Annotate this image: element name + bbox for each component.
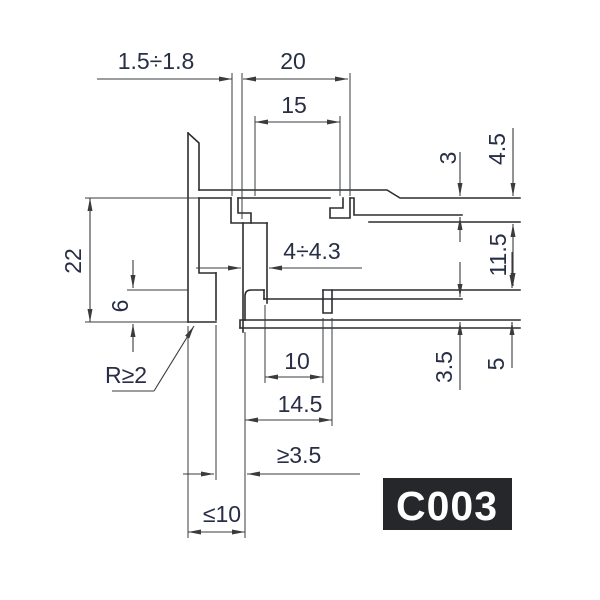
- top-wall-top-edge: [198, 189, 521, 199]
- dim-label-max-wall: ≤10: [203, 501, 241, 527]
- fin-tip-chamfer: [186, 131, 200, 191]
- dim-label-14p5: 14.5: [278, 391, 323, 417]
- part-code-label: C003: [396, 483, 498, 529]
- dim-label-11p5: 11.5: [485, 233, 511, 276]
- bottom-wall-left-closure: [239, 319, 246, 329]
- dim-label-20: 20: [280, 48, 306, 74]
- part-code-background: [383, 478, 512, 530]
- lower-right-wall: [322, 289, 333, 314]
- right-wall-step: [349, 197, 463, 216]
- dim-label-min-gap: ≥3.5: [277, 442, 322, 468]
- dim-label-22: 22: [60, 248, 86, 274]
- dim-label-wall-thickness: 1.5÷1.8: [118, 48, 195, 74]
- dim-label-tongue: 4÷4.3: [283, 238, 340, 264]
- dimension-labels: 1.5÷1.8 20 15 3 4.5 11.5 22 6 4÷4.3 R≥2 …: [60, 48, 511, 527]
- dim-label-3p5: 3.5: [431, 351, 457, 383]
- part-code-badge: C003: [383, 478, 512, 530]
- upper-right-hook: [329, 197, 351, 219]
- post-inner-edge: [198, 197, 217, 274]
- dim-label-6: 6: [107, 300, 133, 313]
- dim-label-3: 3: [435, 152, 461, 165]
- dim-label-5: 5: [483, 358, 509, 371]
- extension-lines: [85, 73, 351, 538]
- upper-left-hook: [230, 197, 252, 224]
- dim-label-15: 15: [281, 92, 307, 118]
- dimension-lines: [87, 76, 516, 535]
- lower-arm-left-lip: [244, 289, 265, 321]
- dim-label-4p5: 4.5: [484, 133, 510, 165]
- dim-label-radius: R≥2: [105, 362, 147, 388]
- profile-outline: [186, 131, 521, 333]
- radius-leader-line: [153, 325, 195, 392]
- dim-label-10: 10: [284, 348, 310, 374]
